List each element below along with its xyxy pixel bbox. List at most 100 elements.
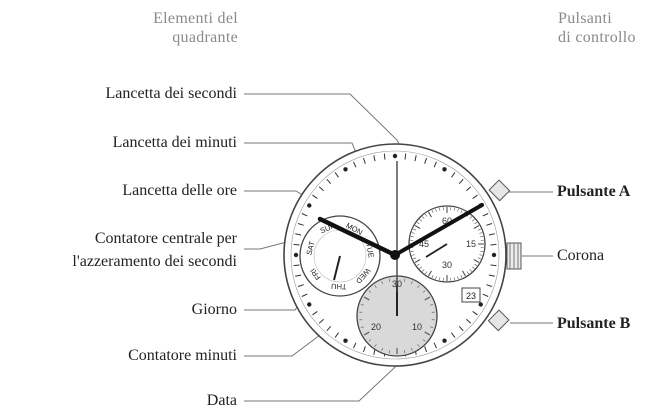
seconds-subdial-tick: [435, 276, 437, 280]
seconds-subdial-tick: [422, 216, 425, 219]
seconds-subdial-tick: [457, 276, 459, 280]
seconds-subdial-tick: [480, 236, 484, 238]
hour-marker: [442, 338, 447, 343]
minute-counter-tick: [360, 326, 364, 329]
minute-tick: [318, 186, 324, 192]
minute-counter-tick: [430, 303, 434, 306]
seconds-subdial-tick: [435, 208, 437, 212]
minute-tick: [424, 157, 427, 164]
minute-tick: [433, 161, 437, 168]
minute-tick: [490, 243, 497, 246]
hour-marker: [491, 252, 497, 258]
minute-counter-tick: [374, 344, 377, 347]
header-control-buttons-line1: Pulsanti: [558, 10, 612, 27]
label-date: Data: [206, 392, 237, 409]
minute-counter-tick: [368, 339, 372, 342]
seconds-subdial-tick: [428, 270, 432, 277]
minute-tick: [297, 223, 304, 226]
seconds-subdial-60: 60: [442, 216, 452, 226]
seconds-subdial-tick: [439, 207, 441, 211]
minute-tick: [486, 284, 493, 287]
center-pinion: [390, 250, 400, 260]
minute-counter-ticks: [359, 278, 435, 354]
seconds-subdial-tick: [474, 222, 478, 225]
minute-tick: [326, 178, 332, 184]
minute-counter-tick: [417, 344, 420, 347]
minute-counter-tick: [381, 347, 384, 351]
minute-tick: [404, 153, 407, 160]
minute-tick: [318, 318, 324, 324]
minute-tick: [301, 293, 308, 297]
seconds-subdial-tick: [419, 266, 422, 269]
minute-counter-tick: [388, 278, 391, 282]
label-pusher-a: Pulsante A: [557, 183, 631, 200]
minute-tick: [490, 264, 497, 267]
header-dial-elements-line1: Elementi del: [153, 10, 238, 27]
seconds-subdial-tick: [413, 228, 417, 231]
seconds-subdial-tick: [479, 232, 483, 234]
hour-marker: [343, 167, 348, 172]
minute-tick: [326, 326, 332, 332]
minute-tick: [472, 194, 478, 199]
minute-tick: [466, 318, 472, 324]
minute-counter-tick: [368, 290, 372, 293]
day-label: THU: [331, 282, 347, 292]
seconds-subdial-tick: [414, 225, 421, 229]
label-center-counter-line2: l'azzeramento dei secondi: [72, 253, 237, 270]
seconds-subdial-tick: [466, 271, 469, 275]
minute-tick: [334, 332, 339, 338]
seconds-subdial-tick: [439, 277, 441, 281]
pusher-a-drawing: [488, 179, 511, 202]
minute-counter-tick: [374, 285, 377, 288]
seconds-subdial-tick: [472, 266, 475, 269]
minutes-hand: [393, 203, 484, 257]
seconds-subdial-45: 45: [419, 239, 429, 249]
minute-tick: [433, 342, 437, 349]
minute-counter-tick: [422, 339, 426, 342]
hour-hand: [317, 216, 398, 258]
seconds-subdial-tick: [414, 259, 421, 263]
minute-tick: [482, 213, 489, 217]
seconds-subdial-tick: [410, 236, 414, 238]
hour-marker: [392, 153, 398, 159]
header-control-buttons: Pulsanti di controllo: [558, 9, 636, 47]
minute-tick: [295, 233, 302, 236]
hour-marker: [442, 167, 447, 172]
seconds-subdial-tick: [411, 254, 415, 256]
label-minute-counter: Contatore minuti: [128, 347, 237, 364]
minute-tick: [458, 178, 464, 184]
minute-tick: [482, 293, 489, 297]
minute-tick: [301, 213, 308, 217]
seconds-subdial-tick: [410, 250, 414, 252]
seconds-subdial-tick: [462, 270, 466, 277]
date-window-value: 23: [466, 291, 476, 301]
minute-tick: [373, 155, 376, 162]
minute-counter-tick: [360, 303, 364, 306]
seconds-subdial-tick: [480, 250, 484, 252]
seconds-subdial-hand: [425, 243, 448, 258]
minute-counter-tick: [410, 281, 413, 285]
seconds-subdial-30: 30: [442, 260, 452, 270]
minute-tick: [424, 346, 427, 353]
minute-counter-tick: [403, 278, 406, 282]
seconds-subdial-tick: [422, 269, 425, 272]
hour-marker: [478, 302, 483, 307]
seconds-subdial-tick: [453, 277, 455, 281]
date-window: [461, 287, 481, 303]
pusher-b-drawing: [487, 309, 510, 332]
seconds-subdial-tick: [469, 269, 472, 272]
seconds-subdial-tick: [479, 254, 483, 256]
minute-tick: [451, 332, 456, 338]
seconds-subdial-tick: [477, 228, 481, 231]
day-label: TUE: [364, 242, 376, 258]
seconds-subdial-tick: [474, 263, 478, 266]
minute-tick: [472, 311, 478, 316]
label-day: Giorno: [191, 301, 237, 318]
seconds-subdial-tick: [473, 259, 480, 263]
minute-counter-tick: [363, 331, 370, 336]
label-pusher-b: Pulsante B: [557, 315, 631, 332]
minute-tick: [293, 264, 300, 267]
seconds-subdial-tick: [457, 208, 459, 212]
seconds-subdial-tick: [411, 232, 415, 234]
